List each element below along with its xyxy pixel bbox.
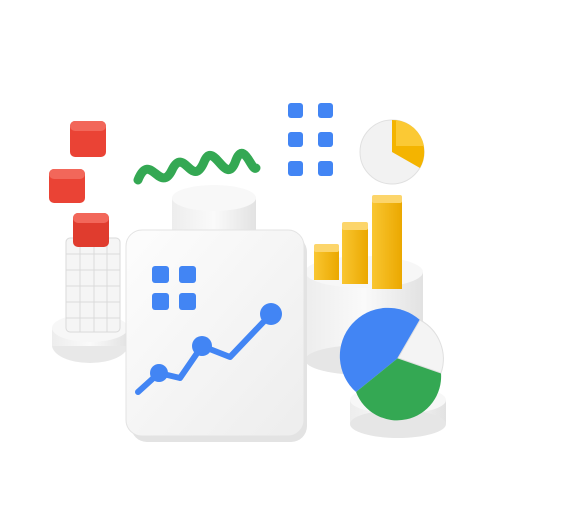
blue-grid-icon-top [288,103,333,176]
red-cube [73,213,109,247]
bar-3 [372,195,402,289]
white-cube-tower [65,237,121,333]
blue-line-chart [135,303,282,395]
floating-red-cubes [49,121,109,247]
blue-grid-icon-card [152,266,196,310]
white-analytics-card [125,229,307,442]
red-cube [49,169,85,203]
red-cube [70,121,106,157]
bar-2 [342,222,368,284]
tricolor-pie-chart [339,307,444,421]
green-wave-line [133,148,261,185]
yellow-pie-chart-icon [359,119,425,185]
bar-1 [314,244,339,280]
yellow-bar-chart [314,195,402,289]
